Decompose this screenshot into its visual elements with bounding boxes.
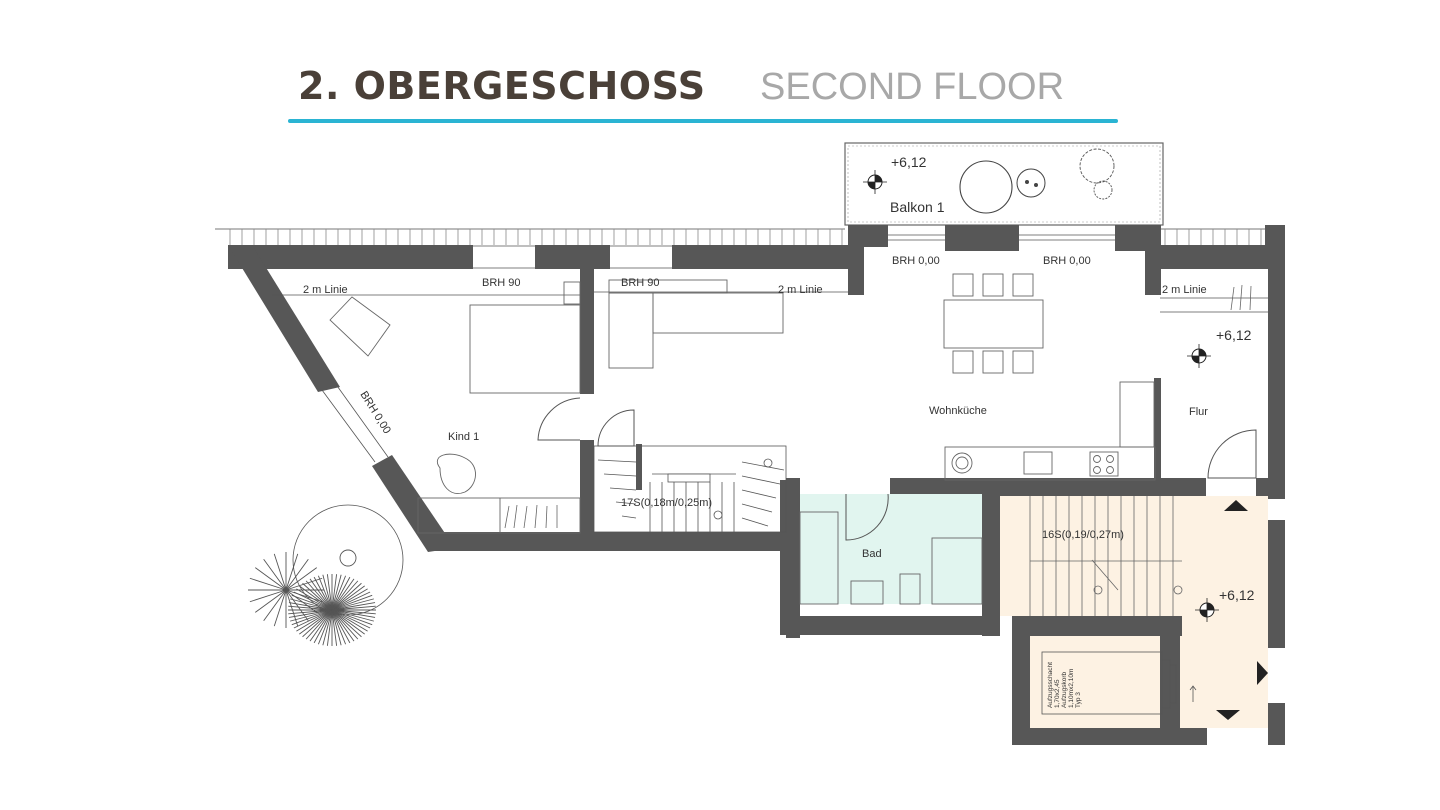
room-kind: Kind 1 xyxy=(448,431,479,443)
arrow-right-icon xyxy=(1257,661,1268,685)
brh-wohn-top: BRH 90 xyxy=(621,277,660,289)
bathroom-fill xyxy=(797,494,982,604)
windows xyxy=(272,234,1268,463)
page-subtitle: SECOND FLOOR xyxy=(760,66,1065,108)
plant-icon xyxy=(1079,148,1115,200)
elevator-line-3: Aufzugskorb xyxy=(1061,671,1068,708)
roof-railing xyxy=(215,228,1270,245)
door-flur xyxy=(1207,429,1257,479)
brh-kind-top: BRH 90 xyxy=(482,277,521,289)
arrow-up-icon xyxy=(1224,500,1248,511)
tree-icon xyxy=(248,504,404,646)
linie-flur: 2 m Linie xyxy=(1162,284,1207,296)
flur-level: +6,12 xyxy=(1216,327,1252,343)
sofa xyxy=(608,292,654,369)
kitchen-counter xyxy=(944,446,1156,481)
level-marker-icon xyxy=(1187,344,1211,368)
elevator-line-1: Aufzugsschacht xyxy=(1047,662,1054,708)
shower xyxy=(931,537,983,605)
stairhall-level: +6,12 xyxy=(1219,587,1255,603)
stair-main-label: 16S(0,19/0,27m) xyxy=(1042,529,1124,541)
balcony-table xyxy=(959,160,1013,214)
furniture xyxy=(329,273,1156,605)
brh-balcony-left: BRH 0,00 xyxy=(892,255,940,267)
elevator-line-5: Typ 3 xyxy=(1075,692,1082,708)
bed xyxy=(469,304,581,394)
room-flur: Flur xyxy=(1189,406,1208,418)
stair-internal xyxy=(593,445,787,533)
rug xyxy=(437,453,476,494)
stair-main xyxy=(1029,496,1183,616)
stairhall-arrows xyxy=(1216,500,1268,720)
room-bad: Bad xyxy=(862,548,882,560)
door-bad xyxy=(845,493,889,541)
level-marker-icon xyxy=(863,170,887,194)
elevator-line-4: 1,10mx2,10m xyxy=(1068,669,1075,708)
elevator-fill xyxy=(1030,636,1160,728)
level-marker-icon xyxy=(1195,598,1219,622)
elevator xyxy=(1041,651,1197,715)
linie-wohn: 2 m Linie xyxy=(778,284,823,296)
linie-kind: 2 m Linie xyxy=(303,284,348,296)
brh-balcony-right: BRH 0,00 xyxy=(1043,255,1091,267)
stairhall-lower-fill xyxy=(1180,616,1268,728)
room-balkon: Balkon 1 xyxy=(890,199,945,215)
balcony-chair xyxy=(1016,168,1046,198)
title-underline xyxy=(288,119,1118,123)
door-stair xyxy=(597,409,635,447)
room-wohnkueche: Wohnküche xyxy=(929,405,987,417)
stair-internal-label: 17S(0,18m/0,25m) xyxy=(621,497,712,509)
balkon-level: +6,12 xyxy=(891,154,927,170)
wardrobe-hangers xyxy=(504,284,1252,529)
level-markers xyxy=(863,170,1219,622)
brh-kind-diag: BRH 0,00 xyxy=(357,389,392,436)
elevator-label: Aufzugsschacht 1,70x2,45 Aufzugskorb 1,1… xyxy=(1047,662,1082,708)
page-title: 2. OBERGESCHOSS xyxy=(298,64,706,108)
dining-table xyxy=(943,299,1044,349)
walls xyxy=(228,225,1285,745)
armchair xyxy=(329,296,391,357)
arrow-down-icon xyxy=(1216,710,1240,720)
toilet xyxy=(899,573,921,605)
bathtub xyxy=(799,511,839,605)
elevator-line-2: 1,70x2,45 xyxy=(1054,679,1061,708)
door-kind xyxy=(537,397,581,441)
